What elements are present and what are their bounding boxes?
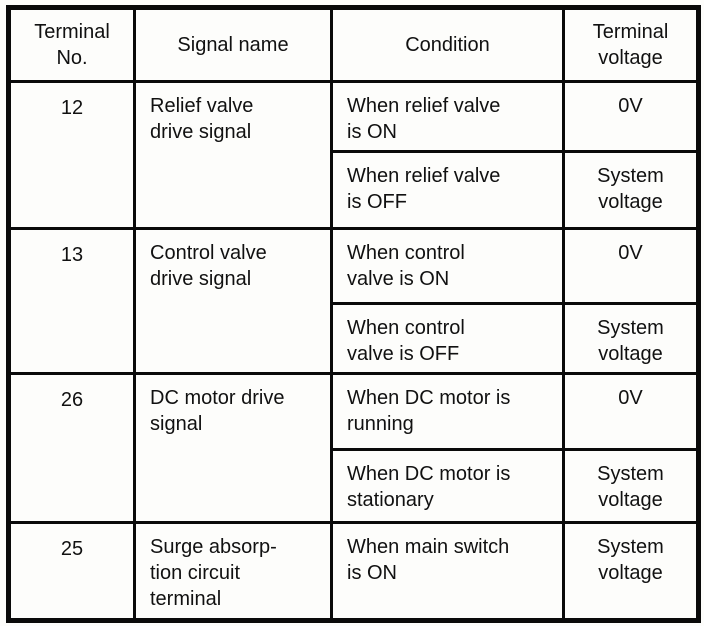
header-condition: Condition — [330, 6, 565, 83]
table-row: When relief valve is OFF System voltage — [9, 150, 700, 230]
condition-cell: When main switch is ON — [330, 521, 565, 622]
header-terminal-no: Terminal No. — [7, 6, 136, 83]
condition-cell: When DC motor is running — [330, 372, 565, 451]
table-row: 25 Surge absorp- tion circuit terminal W… — [7, 521, 700, 622]
condition-cell: When DC motor is stationary — [330, 448, 565, 524]
table-row: When control valve is OFF System voltage — [9, 302, 700, 375]
condition-cell: When relief valve is ON — [330, 80, 565, 153]
table-row: 26 DC motor drive signal When DC motor i… — [7, 372, 700, 524]
condition-cell: When relief valve is OFF — [330, 150, 565, 230]
voltage-cell: System voltage — [562, 302, 700, 375]
terminal-no-cell: 26 — [7, 372, 136, 524]
signal-name-cell: Relief valve drive signal — [133, 80, 333, 230]
voltage-cell: System voltage — [562, 448, 700, 524]
table-row: When DC motor is stationary System volta… — [9, 448, 700, 524]
table-row: 13 Control valve drive signal When contr… — [7, 227, 700, 375]
voltage-cell: System voltage — [562, 521, 700, 622]
table-row: 12 Relief valve drive signal When relief… — [7, 80, 700, 230]
terminal-no-cell: 25 — [7, 521, 136, 622]
signal-name-cell: DC motor drive signal — [133, 372, 333, 524]
condition-cell: When control valve is OFF — [330, 302, 565, 375]
voltage-cell: 0V — [562, 372, 700, 451]
voltage-cell: 0V — [562, 227, 700, 305]
condition-cell: When control valve is ON — [330, 227, 565, 305]
voltage-cell: 0V — [562, 80, 700, 153]
header-signal-name: Signal name — [133, 6, 333, 83]
signal-name-cell: Surge absorp- tion circuit terminal — [133, 521, 333, 622]
signal-name-cell: Control valve drive signal — [133, 227, 333, 375]
terminal-no-cell: 12 — [7, 80, 136, 230]
terminal-no-cell: 13 — [7, 227, 136, 375]
header-row: Terminal No. Signal name Condition Termi… — [7, 6, 700, 83]
header-terminal-voltage: Terminal voltage — [562, 6, 700, 83]
voltage-cell: System voltage — [562, 150, 700, 230]
terminal-voltage-table: Terminal No. Signal name Condition Termi… — [6, 5, 701, 623]
